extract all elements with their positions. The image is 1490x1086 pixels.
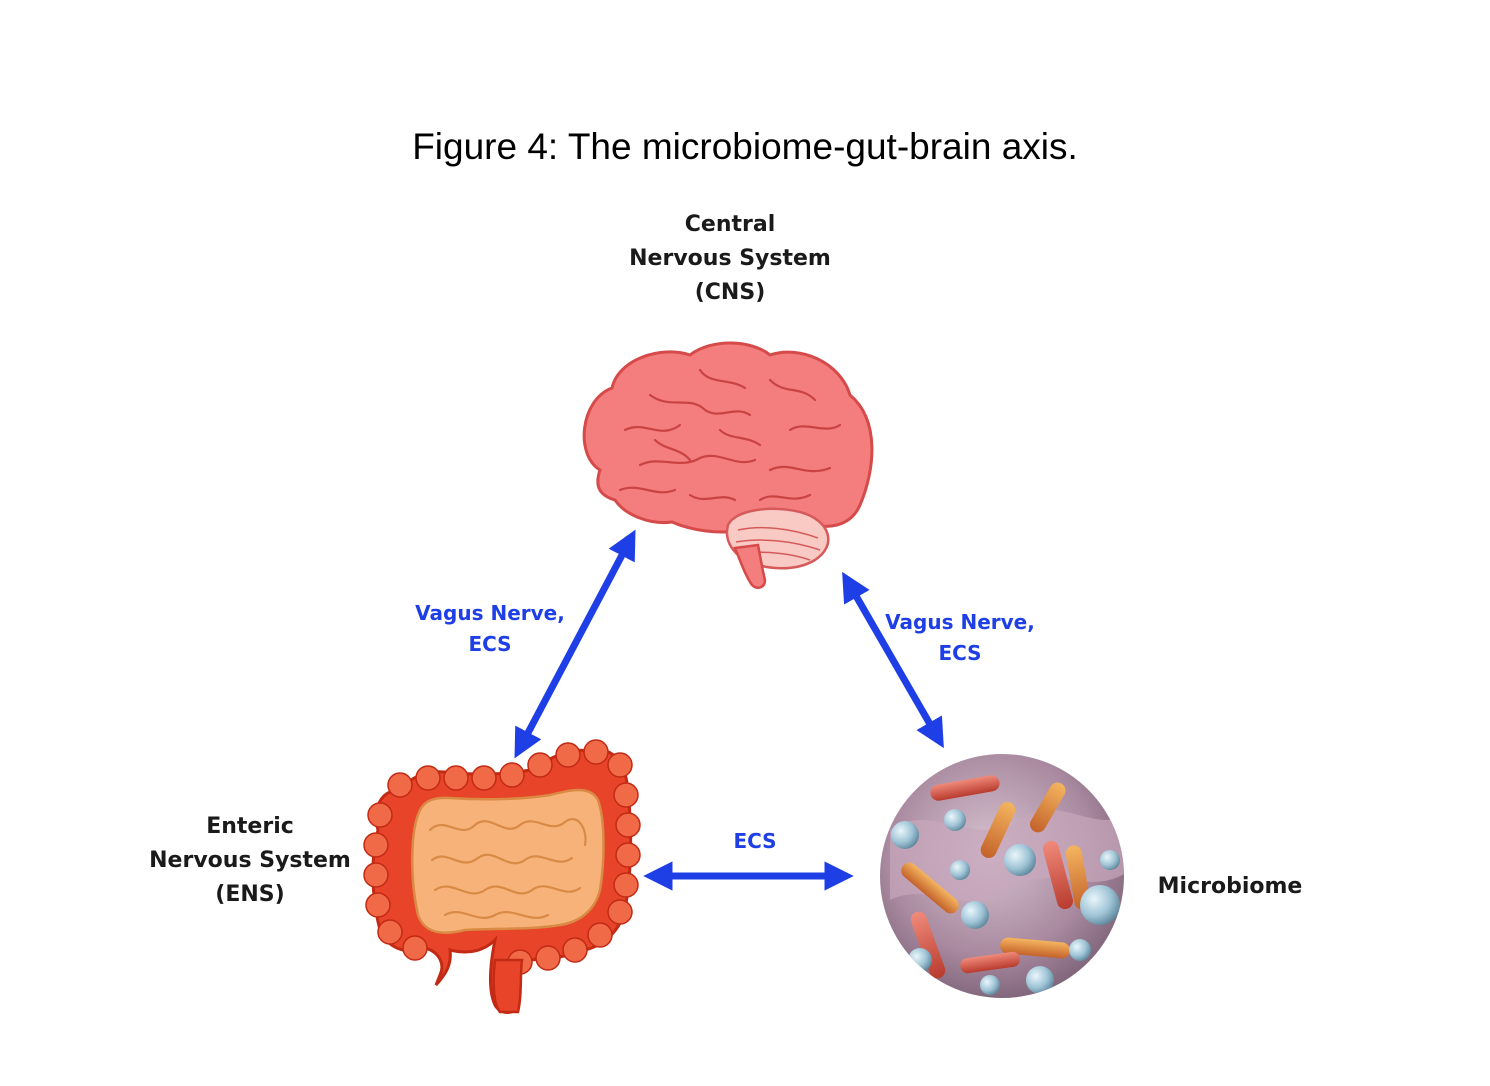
ens-label-line-3: (ENS) <box>215 882 285 907</box>
cns-microbiome-edge-label-line-2: ECS <box>938 641 982 665</box>
bacteria-icon <box>880 754 1124 998</box>
cocci-bacteria <box>891 809 1120 998</box>
microbiome-label-text: Microbiome <box>1157 874 1303 899</box>
brain-icon <box>582 341 874 589</box>
cns-label-line-1: Central <box>684 212 776 237</box>
cns-label: Central Nervous System (CNS) <box>580 208 880 310</box>
cns-label-line-2: Nervous System <box>629 246 831 271</box>
brain-cerebrum <box>582 341 874 539</box>
colon-haustra <box>363 739 641 975</box>
rectum <box>492 958 524 1014</box>
brain-stem <box>733 543 767 589</box>
brain-gyri <box>618 368 842 502</box>
ens-microbiome-edge-label: ECS <box>700 826 810 857</box>
cns-ens-arrow <box>514 529 636 759</box>
ens-label: Enteric Nervous System (ENS) <box>130 810 370 912</box>
cns-ens-edge-label-line-2: ECS <box>468 632 512 656</box>
ens-label-line-2: Nervous System <box>149 848 351 873</box>
cns-microbiome-arrow <box>842 571 944 749</box>
figure-title: Figure 4: The microbiome-gut-brain axis. <box>412 126 1078 167</box>
small-intestine-loops <box>428 818 587 919</box>
ens-label-line-1: Enteric <box>206 814 294 839</box>
cns-label-line-3: (CNS) <box>694 280 766 305</box>
intestines-icon <box>363 739 641 1014</box>
microbiome-label: Microbiome <box>1140 870 1320 904</box>
ens-microbiome-edge-label-text: ECS <box>733 829 777 853</box>
